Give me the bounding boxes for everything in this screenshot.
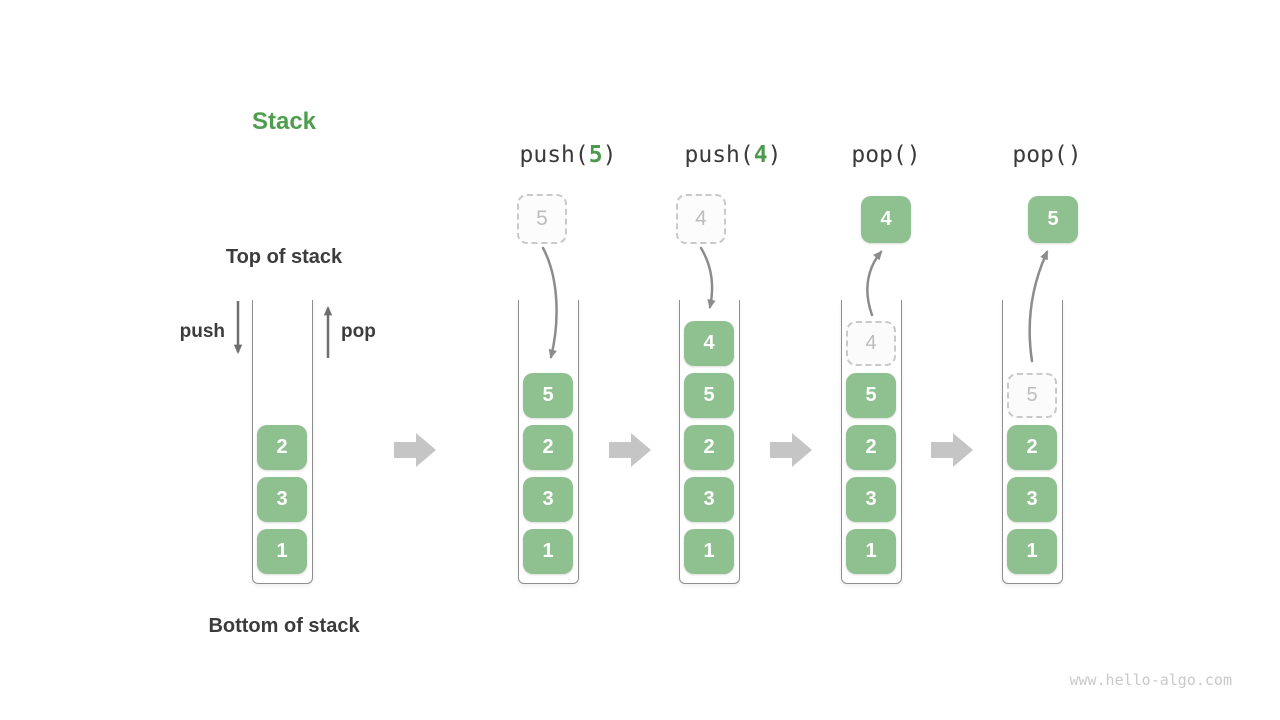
op4-label: pop() bbox=[957, 142, 1137, 168]
op1-label-prefix: push( bbox=[519, 142, 589, 168]
push-label: push bbox=[179, 321, 225, 342]
stack-item-ghost: 5 bbox=[1007, 373, 1057, 418]
watermark: www.hello-algo.com bbox=[1069, 671, 1232, 689]
stack-item: 1 bbox=[523, 529, 573, 574]
step-arrow-1 bbox=[394, 433, 436, 467]
step-arrow-2 bbox=[609, 433, 651, 467]
top-of-stack-label: Top of stack bbox=[225, 246, 343, 268]
stack-item-ghost: 4 bbox=[846, 321, 896, 366]
stack-item: 2 bbox=[684, 425, 734, 470]
pop-label: pop bbox=[341, 321, 376, 342]
demo-stack: 2 3 1 bbox=[252, 300, 313, 584]
op2-label-suffix: ) bbox=[767, 142, 782, 168]
op1-label-suffix: ) bbox=[602, 142, 617, 168]
bottom-of-stack-label: Bottom of stack bbox=[208, 615, 360, 637]
stack-item: 3 bbox=[523, 477, 573, 522]
op1-label-arg: 5 bbox=[588, 142, 603, 168]
op2-stack: 4 5 2 3 1 bbox=[679, 300, 740, 584]
op3-label-prefix: pop() bbox=[851, 142, 921, 168]
op1-stack: 5 2 3 1 bbox=[518, 300, 579, 584]
stack-item: 1 bbox=[684, 529, 734, 574]
op3-stack: 4 5 2 3 1 bbox=[841, 300, 902, 584]
stack-item: 1 bbox=[257, 529, 307, 574]
stack-item: 1 bbox=[846, 529, 896, 574]
op2-pushed-value-box: 4 bbox=[676, 194, 726, 244]
op4-stack: 5 2 3 1 bbox=[1002, 300, 1063, 584]
op4-label-prefix: pop() bbox=[1012, 142, 1082, 168]
stack-item: 2 bbox=[523, 425, 573, 470]
stack-item: 5 bbox=[523, 373, 573, 418]
stack-item: 3 bbox=[257, 477, 307, 522]
stack-item: 5 bbox=[846, 373, 896, 418]
op2-label-prefix: push( bbox=[684, 142, 754, 168]
op4-popped-value-box: 5 bbox=[1028, 196, 1078, 243]
op2-label-arg: 4 bbox=[753, 142, 768, 168]
stack-item: 2 bbox=[1007, 425, 1057, 470]
step-arrow-3 bbox=[770, 433, 812, 467]
step-arrow-4 bbox=[931, 433, 973, 467]
stack-item: 3 bbox=[846, 477, 896, 522]
stack-item: 4 bbox=[684, 321, 734, 366]
op1-pushed-value-box: 5 bbox=[517, 194, 567, 244]
op3-popped-value-box: 4 bbox=[861, 196, 911, 243]
op2-push-arrow bbox=[699, 246, 716, 310]
stack-item: 5 bbox=[684, 373, 734, 418]
stack-item: 3 bbox=[1007, 477, 1057, 522]
diagram-title: Stack bbox=[251, 108, 317, 135]
op2-label: push(4) bbox=[643, 142, 823, 168]
op3-label: pop() bbox=[796, 142, 976, 168]
stack-item: 2 bbox=[257, 425, 307, 470]
op1-label: push(5) bbox=[478, 142, 658, 168]
stack-item: 3 bbox=[684, 477, 734, 522]
stack-item: 1 bbox=[1007, 529, 1057, 574]
stack-item: 2 bbox=[846, 425, 896, 470]
